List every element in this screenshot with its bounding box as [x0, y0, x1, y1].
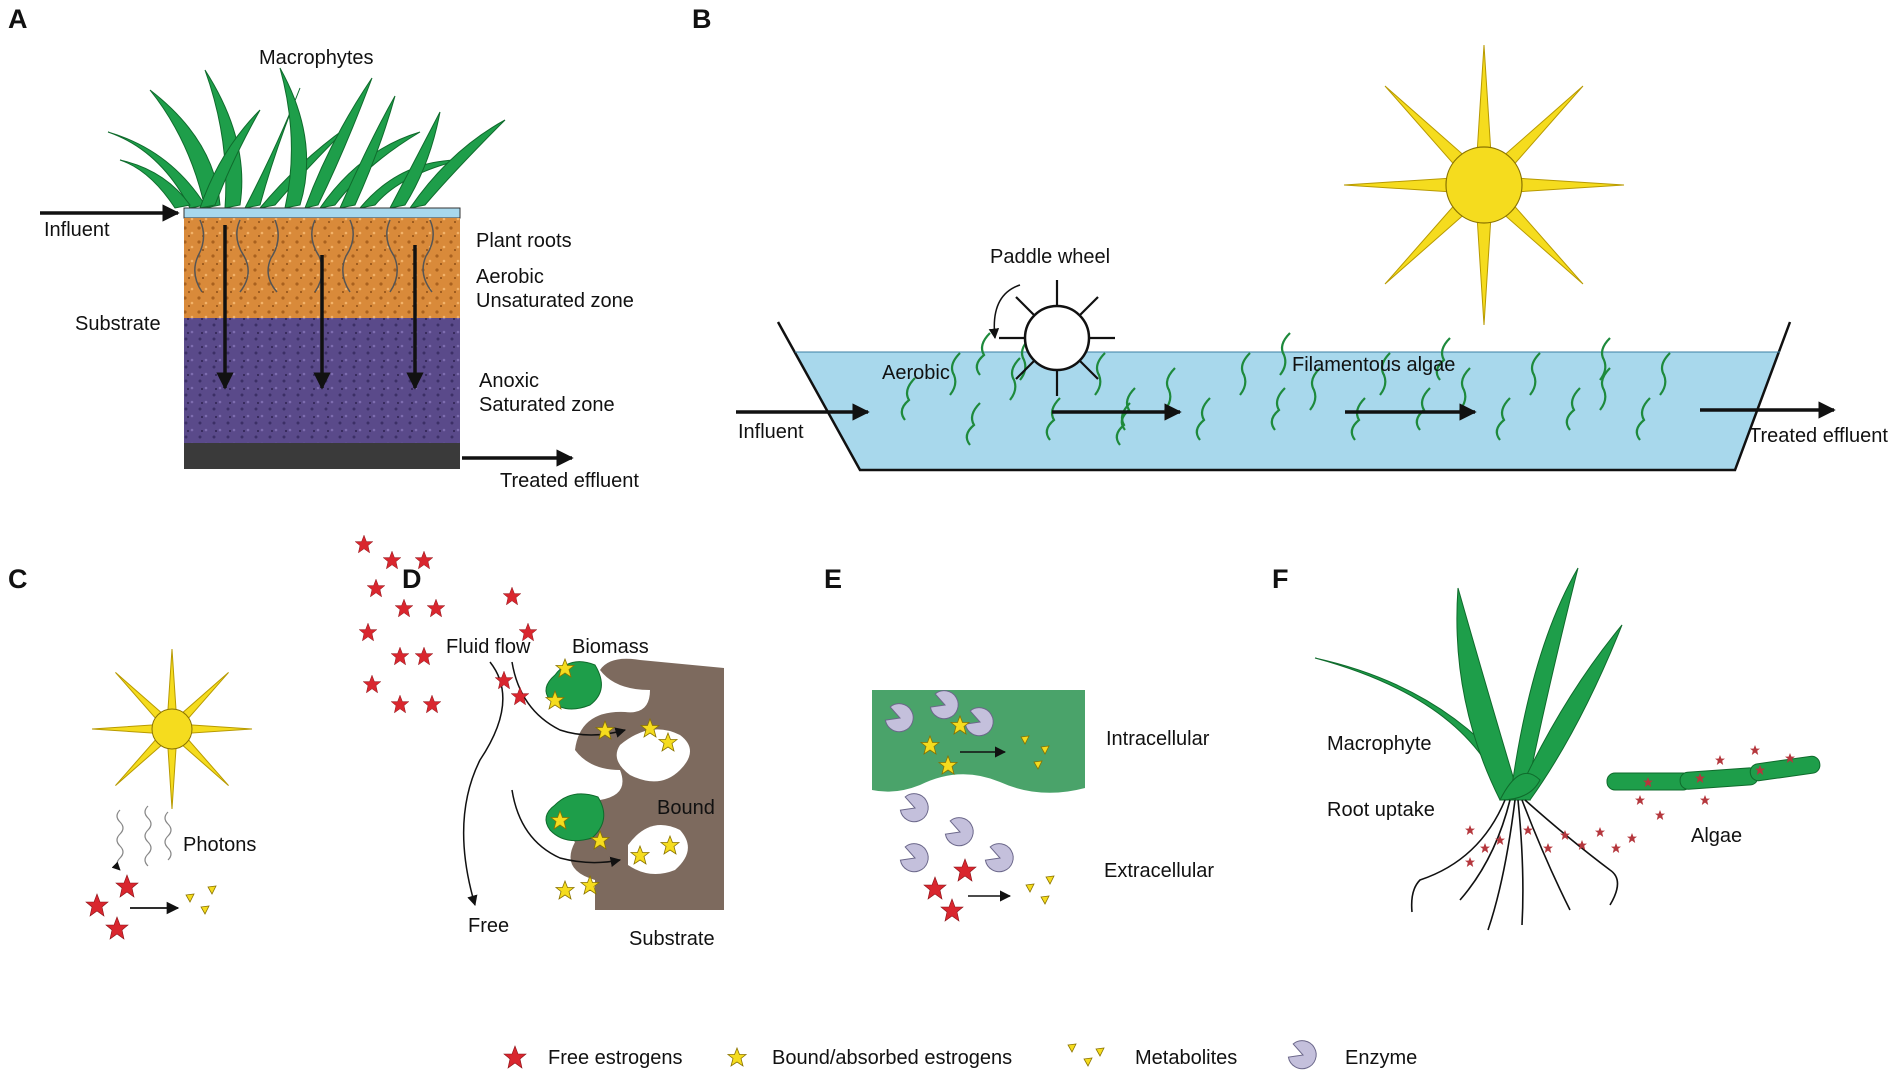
legend-enzyme-icon — [1285, 1036, 1321, 1074]
photons-label: Photons — [183, 834, 256, 856]
panel-b-letter: B — [692, 4, 712, 34]
paddle-wheel-label: Paddle wheel — [990, 246, 1110, 268]
aerobic-label-a: Aerobic — [476, 266, 544, 288]
legend-bound-estrogens: Bound/absorbed estrogens — [772, 1047, 1012, 1069]
legend-free-estrogen-icon — [503, 1045, 527, 1069]
panel-d-letter: D — [402, 564, 422, 594]
panel-a-letter: A — [8, 4, 28, 34]
biomass-label: Biomass — [572, 636, 649, 658]
substrate-label-d: Substrate — [629, 928, 715, 950]
filamentous-algae-label: Filamentous algae — [1292, 354, 1455, 376]
saturated-zone-label: Saturated zone — [479, 394, 615, 416]
panel-f: F Macrophyte Root uptake Algae — [1272, 564, 1821, 931]
metabolites-e-extra — [1025, 875, 1055, 905]
legend: Free estrogens Bound/absorbed estrogens … — [503, 1036, 1417, 1074]
macrophyte-label: Macrophyte — [1327, 733, 1432, 755]
intracellular-label: Intracellular — [1106, 728, 1210, 750]
unsaturated-zone-label: Unsaturated zone — [476, 290, 634, 312]
macrophyte-leaves — [107, 67, 506, 209]
panel-c-letter: C — [8, 564, 28, 594]
panel-a: A Macrophytes — [8, 4, 639, 492]
macrophytes-label: Macrophytes — [259, 47, 374, 69]
panel-e: E Intracellular Extracellular — [824, 564, 1214, 922]
sun-icon — [1343, 44, 1625, 326]
free-estrogens-e — [923, 858, 977, 922]
photon-waves — [111, 805, 172, 871]
substrate-label-a: Substrate — [75, 313, 161, 335]
root-estrogens — [1465, 825, 1637, 867]
panel-c: C Photons — [8, 564, 256, 940]
macrophyte-plant — [1314, 567, 1623, 801]
legend-metabolite-icon — [1067, 1043, 1105, 1067]
legend-free-estrogens: Free estrogens — [548, 1047, 683, 1069]
panel-f-letter: F — [1272, 564, 1289, 594]
bound-label: Bound — [657, 797, 715, 819]
cell-body — [872, 690, 1085, 793]
legend-enzyme: Enzyme — [1345, 1047, 1417, 1069]
treated-effluent-label-a: Treated effluent — [500, 470, 639, 492]
pond-outline — [776, 321, 1792, 472]
metabolites-c — [185, 885, 217, 915]
treated-effluent-label-b: Treated effluent — [1749, 425, 1888, 447]
free-label: Free — [468, 915, 509, 937]
influent-label-a: Influent — [44, 219, 110, 241]
algae-chain — [1606, 755, 1821, 791]
legend-bound-estrogen-icon — [727, 1047, 747, 1067]
free-estrogens-d — [354, 534, 538, 714]
drainage-layer — [184, 443, 460, 469]
paddle-wheel-icon — [988, 280, 1115, 396]
panel-d: D Fluid flow Biomass Bound Free Substrat… — [354, 534, 724, 950]
root-uptake-label: Root uptake — [1327, 799, 1435, 821]
macrophyte-roots — [1410, 799, 1619, 931]
plant-roots-label: Plant roots — [476, 230, 572, 252]
extracellular-label: Extracellular — [1104, 860, 1214, 882]
plant-roots — [194, 219, 434, 293]
algae-label: Algae — [1691, 825, 1742, 847]
water-film — [183, 207, 461, 219]
panel-b: B Paddle wheel Aerobic Filamentous algae… — [692, 4, 1888, 472]
panel-e-letter: E — [824, 564, 842, 594]
influent-label-b: Influent — [738, 421, 804, 443]
anoxic-label: Anoxic — [479, 370, 539, 392]
sun-icon-small — [91, 648, 253, 810]
free-estrogens-c — [85, 874, 139, 940]
raceway-pond — [795, 352, 1780, 470]
fluid-flow-label: Fluid flow — [446, 636, 531, 658]
aerobic-label-b: Aerobic — [882, 362, 950, 384]
legend-metabolites: Metabolites — [1135, 1047, 1237, 1069]
